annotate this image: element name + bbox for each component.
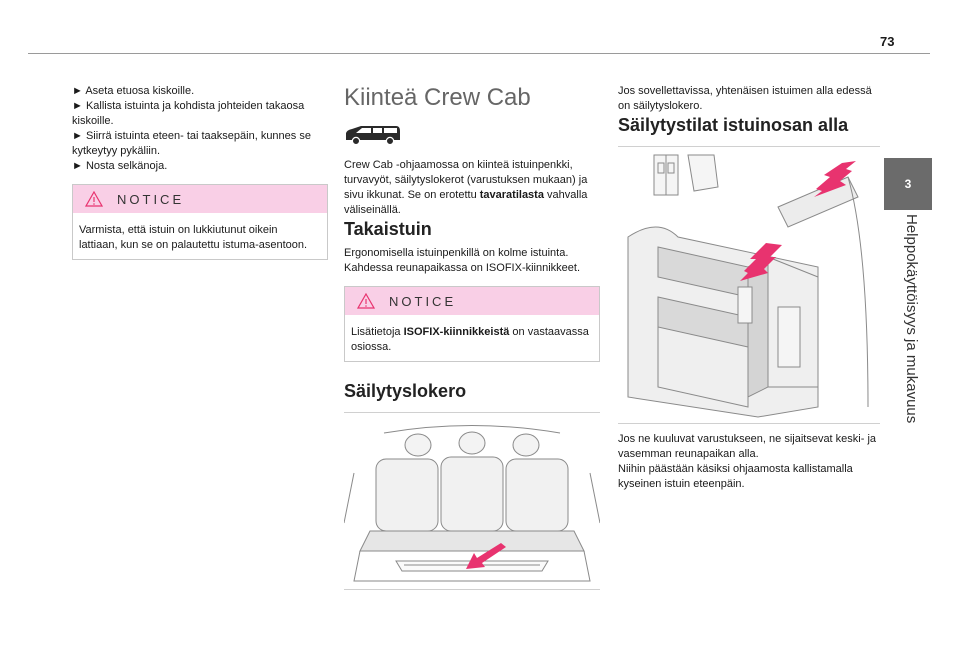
- notice-box: NOTICE Lisätietoja ISOFIX-kiinnikkeistä …: [344, 286, 600, 362]
- crew-cab-intro: Crew Cab -ohjaamossa on kiinteä istuinpe…: [344, 159, 588, 216]
- notice-text: Varmista, että istuin on lukkiutunut oik…: [79, 224, 308, 251]
- section-heading-rear-seat: Takaistuin: [344, 219, 432, 239]
- storage-front-intro: Jos sovellettavissa, yhtenäisen istuimen…: [618, 85, 872, 112]
- rear-bench-drawing: [343, 425, 601, 582]
- notice-header: NOTICE: [73, 185, 327, 213]
- chapter-tab[interactable]: 3: [884, 158, 932, 210]
- column-left: ► Aseta etuosa kiskoille. ► Kallista ist…: [72, 84, 328, 260]
- van-icon: [346, 126, 400, 146]
- section-heading-under-seat: Säilytystilat istuinosan alla: [618, 115, 849, 135]
- bullet-item: ► Nosta selkänoja.: [72, 160, 168, 172]
- warning-icon: [357, 293, 375, 309]
- section-heading-crew-cab: Kiinteä Crew Cab: [344, 84, 531, 111]
- notice-header: NOTICE: [345, 287, 599, 315]
- under-seat-text: Jos ne kuuluvat varustukseen, ne sijaits…: [618, 433, 877, 460]
- header-rule: [28, 53, 930, 54]
- under-seat-text-2: Niihin päästään käsiksi ohjaamosta kalli…: [618, 463, 853, 490]
- rear-seat-text: Ergonomisella istuinpenkillä on kolme is…: [344, 247, 581, 274]
- chapter-title: Helppokäyttöisyys ja mukavuus: [903, 214, 920, 424]
- under-seat-drawing: [627, 154, 869, 418]
- page-number: 73: [880, 34, 895, 49]
- bullet-item: ► Aseta etuosa kiskoille.: [72, 85, 195, 97]
- warning-icon: [85, 191, 103, 207]
- bullet-item: ► Kallista istuinta ja kohdista johteide…: [72, 100, 305, 127]
- section-heading-storage: Säilytyslokero: [344, 381, 467, 401]
- notice-label: NOTICE: [389, 293, 457, 309]
- notice-box: NOTICE Varmista, että istuin on lukkiutu…: [72, 184, 328, 260]
- under-seat-storage-illustration: [618, 146, 880, 424]
- rear-bench-illustration: [343, 412, 601, 590]
- notice-label: NOTICE: [117, 191, 185, 207]
- notice-text: Lisätietoja ISOFIX-kiinnikkeistä on vast…: [351, 326, 589, 353]
- column-middle: Kiinteä Crew Cab Crew Cab -ohjaamossa on…: [343, 84, 601, 590]
- bullet-item: ► Siirrä istuinta eteen- tai taaksepäin,…: [72, 130, 311, 157]
- column-right: Jos sovellettavissa, yhtenäisen istuimen…: [618, 84, 880, 492]
